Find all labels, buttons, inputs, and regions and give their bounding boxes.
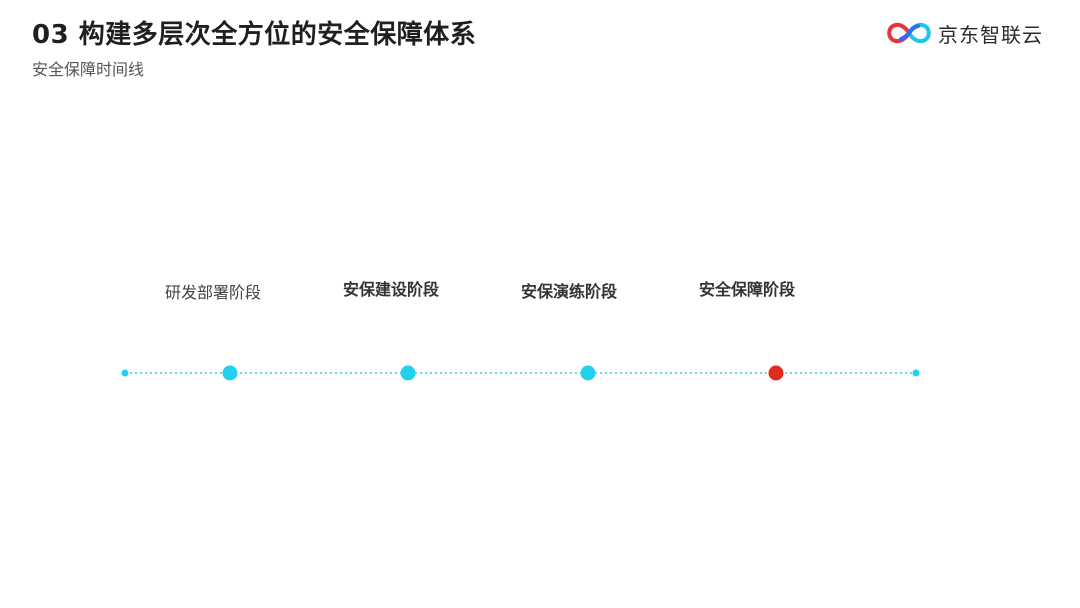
stage-node-construction bbox=[400, 365, 416, 381]
stage-label-drill: 安保演练阶段 bbox=[520, 282, 618, 301]
timeline-start-dot bbox=[121, 369, 129, 377]
jd-cloud-infinity-logo-icon bbox=[887, 22, 931, 44]
stage-node-research bbox=[222, 365, 238, 381]
page-subtitle: 安全保障时间线 bbox=[32, 60, 145, 79]
brand-name: 京东智联云 bbox=[938, 22, 1043, 47]
stage-label-assurance: 安全保障阶段 bbox=[698, 280, 796, 299]
stage-label-construction: 安保建设阶段 bbox=[342, 280, 440, 299]
stage-node-drill bbox=[580, 365, 596, 381]
page-title: 03 构建多层次全方位的安全保障体系 bbox=[32, 20, 477, 50]
timeline-end-dot bbox=[912, 369, 920, 377]
brand-logo: 京东智联云 bbox=[886, 16, 1043, 50]
stage-label-research: 研发部署阶段 bbox=[164, 283, 262, 302]
stage-node-assurance bbox=[768, 365, 784, 381]
